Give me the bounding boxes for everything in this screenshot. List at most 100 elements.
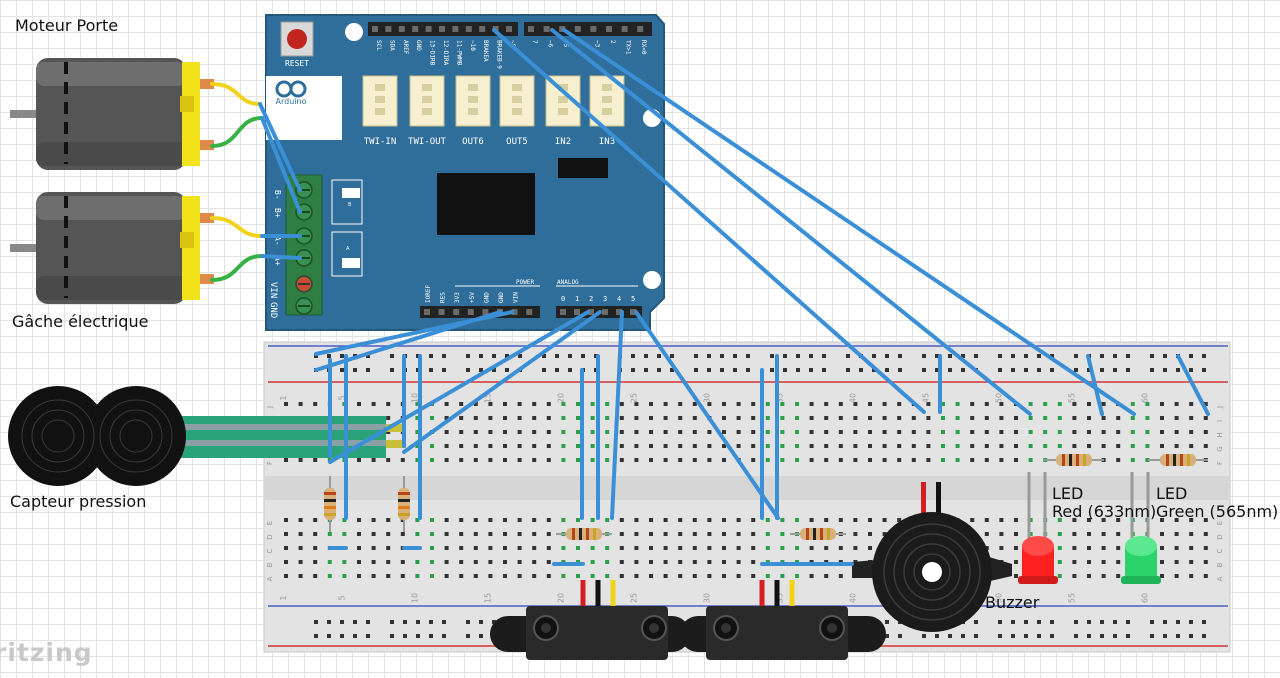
column-number: 40 [848,593,857,603]
resistor [800,528,836,540]
connector-label: TWI-IN [364,137,397,147]
driver-chip [437,173,535,235]
column-number: 30 [702,593,711,603]
row-letter: F [266,461,274,465]
power-pin-label: +5V [469,292,476,303]
led-red-label-2: Red (633nm) [1052,502,1157,521]
column-number: 20 [556,593,565,603]
row-letter: E [266,521,274,525]
buzzer[interactable] [852,482,1012,632]
connector-label: OUT5 [506,137,528,147]
top-pin-label: ~5 [562,40,569,48]
row-letter: C [1216,548,1224,553]
top-pin-label: 7 [531,40,538,44]
row-letter: F [1216,461,1224,465]
led-red[interactable] [1018,472,1058,584]
column-number: 35 [775,393,784,403]
connector-label: OUT6 [462,137,484,147]
shield-model-2: SHIELD REV3 [278,133,318,140]
column-number: 25 [629,393,638,403]
row-letter: J [266,406,274,409]
top-pin-label: 11-PWMB [455,40,462,66]
blue-wires [258,28,1210,566]
resistors [324,454,1208,540]
column-number: 35 [775,593,784,603]
row-letter: A [1216,576,1224,581]
column-number: 15 [483,593,492,603]
analog-pin-label: 1 [575,295,579,303]
distance-sensor-leads [580,580,795,606]
motor-door[interactable] [10,58,214,170]
resistor [1056,454,1092,466]
column-number: 50 [994,393,1003,403]
power-pin-label: IOREF [425,285,432,303]
column-number: 10 [410,593,419,603]
row-letter: B [266,562,274,567]
electric-strike-label: Gâche électrique [12,312,149,331]
top-header-pins [372,26,644,32]
led-green[interactable] [1121,472,1161,584]
analog-pin-label: 4 [617,295,621,303]
column-number: 30 [702,393,711,403]
power-label: POWER [516,279,534,286]
top-pin-label: BRAKEA [482,40,489,62]
row-letter: A [266,576,274,581]
channel-a-label: A [346,246,350,252]
top-pin-label: 13-DIRB [429,40,436,66]
distance-sensor-1[interactable] [490,606,690,660]
motor-leads [210,82,264,282]
row-letter: E [1216,521,1224,525]
top-pin-label: BRAKEB-9 [496,40,503,69]
buzzer-label: Buzzer [985,593,1040,612]
connector-label: IN3 [599,137,615,147]
column-number: 1 [279,595,288,600]
top-pin-label: ~3 [593,40,600,48]
analog-label: ANALOG [557,279,579,286]
analog-pin-label: 5 [631,295,635,303]
column-number: 25 [629,593,638,603]
tinkerkit-connectors [362,75,625,127]
led-green-label-1: LED [1156,484,1188,503]
column-number: 15 [483,393,492,403]
terminal-label-a-plus: A+ [273,256,282,266]
shield-model-1: MOTOR [278,125,296,132]
shield-brand: Arduino [276,97,307,106]
resistor [398,488,410,520]
top-pin-label: ~10 [469,40,476,51]
row-letter: C [266,548,274,553]
power-pin-label: RES [440,292,447,303]
column-number: 55 [1067,393,1076,403]
channel-b-label: B [348,202,352,208]
column-number: 5 [337,395,346,400]
distance-sensor-2[interactable] [680,606,886,660]
terminal-label-vin: VIN [268,282,278,298]
motor-strike[interactable] [10,192,214,304]
pressure-sensor[interactable] [8,386,406,486]
column-number: 5 [337,595,346,600]
power-pin-label: GND [498,292,505,303]
column-number: 10 [410,393,419,403]
pressure-sensor-label: Capteur pression [10,492,147,511]
bottom-header-pins [424,309,636,315]
row-letter: I [1216,420,1224,422]
analog-pin-label: 2 [589,295,593,303]
column-number: 50 [994,593,1003,603]
led-red-label-1: LED [1052,484,1084,503]
row-letter: D [1216,534,1224,539]
terminal-label-b-minus: B- [273,190,282,200]
top-pin-label: SCL [375,40,382,51]
analog-pin-label: 3 [603,295,607,303]
row-letter: G [1216,446,1224,451]
led-green-label-2: Green (565nm) [1156,502,1279,521]
top-pin-label: AREF [402,40,409,55]
column-number: 60 [1140,393,1149,403]
top-pin-label: TX>1 [625,40,632,55]
row-letter: D [266,534,274,539]
reset-label: RESET [285,59,309,68]
